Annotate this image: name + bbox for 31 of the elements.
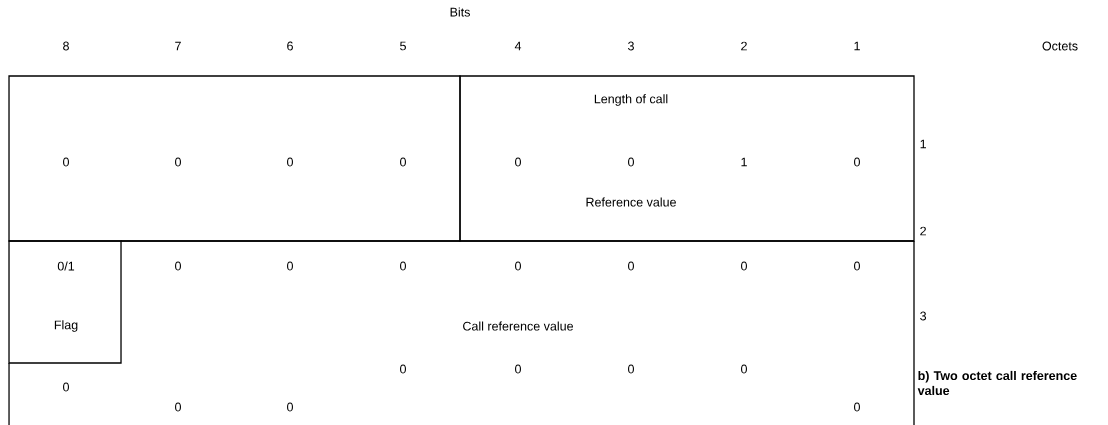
label: 0: [741, 261, 747, 271]
label: 0: [287, 261, 293, 271]
label: Call reference value: [463, 321, 573, 331]
label: 0: [741, 364, 747, 374]
table-cell: Length of call 0 0 1 0 Reference value: [459, 75, 915, 242]
label: 6: [287, 41, 293, 51]
label: 0: [175, 402, 181, 412]
label: Bits: [450, 7, 470, 17]
label: 0: [628, 364, 634, 374]
label: 0: [175, 261, 181, 271]
label: 0: [628, 261, 634, 271]
label: 0: [400, 261, 406, 271]
label: 7: [175, 41, 181, 51]
label: 0: [854, 402, 860, 412]
label: 0: [400, 364, 406, 374]
label: 4: [514, 41, 522, 51]
label: 5: [400, 41, 406, 51]
label: 3: [920, 311, 927, 321]
table-cell: 0/1 Flag: [8, 240, 122, 364]
label: 8: [63, 41, 69, 51]
label: 1: [854, 41, 860, 51]
label: 3: [628, 41, 634, 51]
label: 2: [741, 41, 747, 51]
label: Octets: [1042, 41, 1078, 51]
label: 0: [515, 364, 521, 374]
label: 0: [63, 382, 69, 392]
label: 0: [854, 261, 860, 271]
caption: b) Two octet call reference value: [917, 370, 1077, 396]
label: 0: [287, 402, 293, 412]
table-cell: 0 0 0 0: [8, 75, 461, 242]
label: 0: [515, 261, 521, 271]
